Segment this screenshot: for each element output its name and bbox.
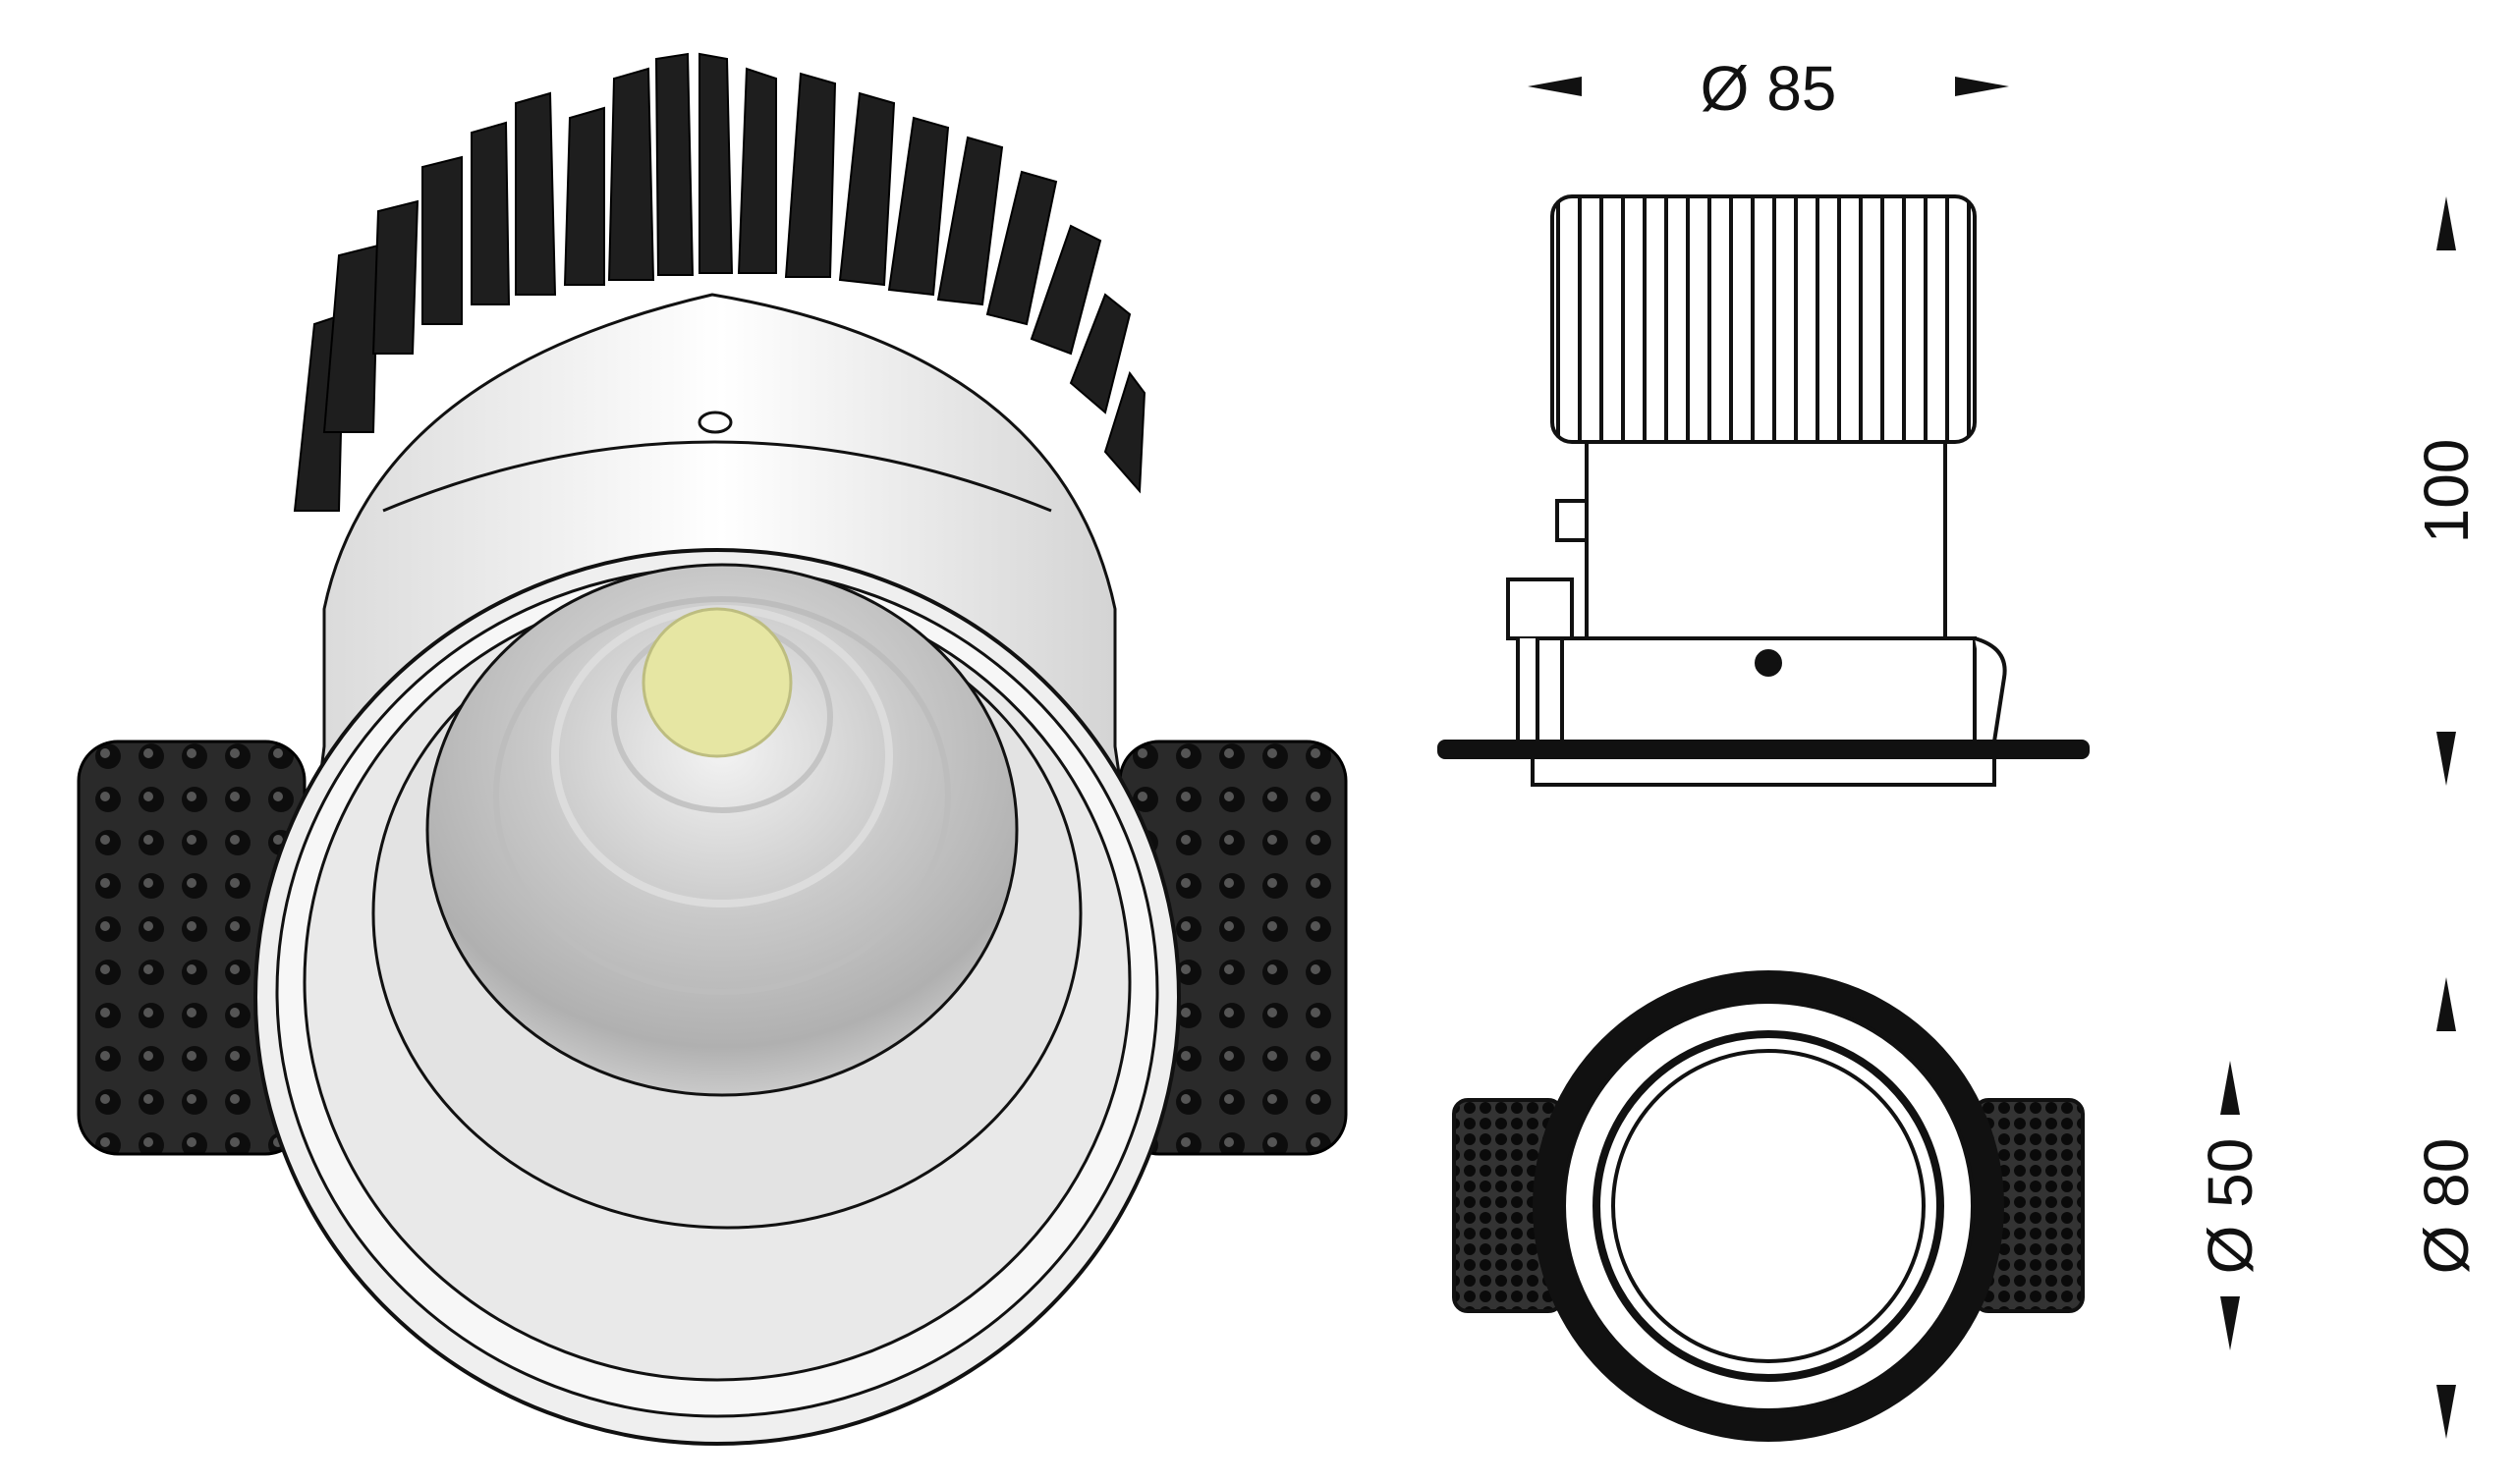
side-view-screw	[1755, 649, 1782, 677]
dimension-markers	[1528, 77, 2456, 1439]
reflector	[371, 563, 1083, 1230]
dimension-outer-diameter-label: Ø 80	[2411, 1138, 2482, 1275]
dimension-inner-diameter-label: Ø 50	[2195, 1138, 2265, 1275]
dimension-height-label: 100	[2411, 439, 2482, 544]
screw-hole	[698, 411, 733, 434]
heatsink-fins	[293, 52, 1146, 512]
side-view	[1437, 194, 2090, 787]
dimension-width-label: Ø 85	[1701, 53, 1837, 124]
front-view	[1452, 970, 2085, 1442]
led-chip	[642, 607, 793, 758]
product-render	[77, 52, 1348, 1446]
side-view-heatsink	[1550, 194, 1977, 444]
